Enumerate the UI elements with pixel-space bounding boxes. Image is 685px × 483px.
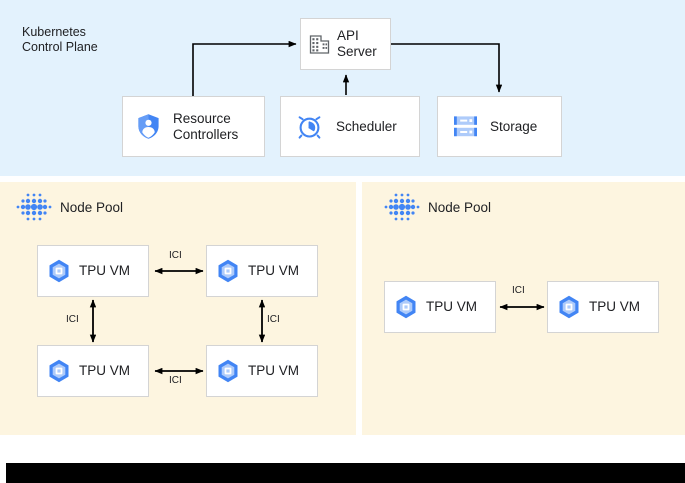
- tpu-vm-card[interactable]: TPU VM: [37, 345, 149, 397]
- storage-card[interactable]: Storage: [437, 96, 562, 157]
- ici-label-left: ICI: [66, 314, 79, 325]
- resource-controllers-label: Resource Controllers: [173, 110, 239, 142]
- tpu-vm-label: TPU VM: [79, 263, 131, 278]
- api-server-card[interactable]: API Server: [300, 18, 391, 70]
- tpu-vm-label: TPU VM: [248, 263, 300, 278]
- tpu-hexagon-icon: [395, 295, 417, 319]
- node-pool-title-2: Node Pool: [428, 200, 492, 215]
- scheduler-label: Scheduler: [336, 118, 397, 134]
- api-server-label: API Server: [337, 28, 377, 59]
- tpu-vm-card[interactable]: TPU VM: [206, 245, 318, 297]
- tpu-hexagon-icon: [48, 359, 70, 383]
- ici-label-bottom: ICI: [169, 375, 182, 386]
- ici-label-top: ICI: [169, 250, 182, 261]
- shield-person-icon: [136, 113, 161, 140]
- tpu-vm-label: TPU VM: [248, 363, 300, 378]
- storage-label: Storage: [490, 118, 538, 134]
- tpu-vm-label: TPU VM: [589, 299, 641, 314]
- alarm-clock-icon: [296, 113, 323, 140]
- tpu-hexagon-icon: [217, 259, 239, 283]
- database-server-icon: [453, 114, 478, 139]
- dot-grid-icon: [383, 191, 421, 225]
- node-pool-title-1: Node Pool: [60, 200, 124, 215]
- tpu-vm-card[interactable]: TPU VM: [384, 281, 496, 333]
- tpu-hexagon-icon: [217, 359, 239, 383]
- tpu-vm-label: TPU VM: [426, 299, 478, 314]
- ici-label-pool2: ICI: [512, 285, 525, 296]
- tpu-vm-label: TPU VM: [79, 363, 131, 378]
- dot-grid-icon: [15, 191, 53, 225]
- control-plane-title: Kubernetes Control Plane: [22, 25, 98, 54]
- ici-label-right: ICI: [267, 314, 280, 325]
- scheduler-card[interactable]: Scheduler: [280, 96, 420, 157]
- tpu-vm-card[interactable]: TPU VM: [547, 281, 659, 333]
- tpu-hexagon-icon: [558, 295, 580, 319]
- building-icon: [309, 34, 330, 55]
- resource-controllers-card[interactable]: Resource Controllers: [122, 96, 265, 157]
- tpu-hexagon-icon: [48, 259, 70, 283]
- tpu-vm-card[interactable]: TPU VM: [206, 345, 318, 397]
- tpu-vm-card[interactable]: TPU VM: [37, 245, 149, 297]
- node-pool-panel-1: [0, 182, 356, 435]
- bottom-bar: [6, 463, 685, 483]
